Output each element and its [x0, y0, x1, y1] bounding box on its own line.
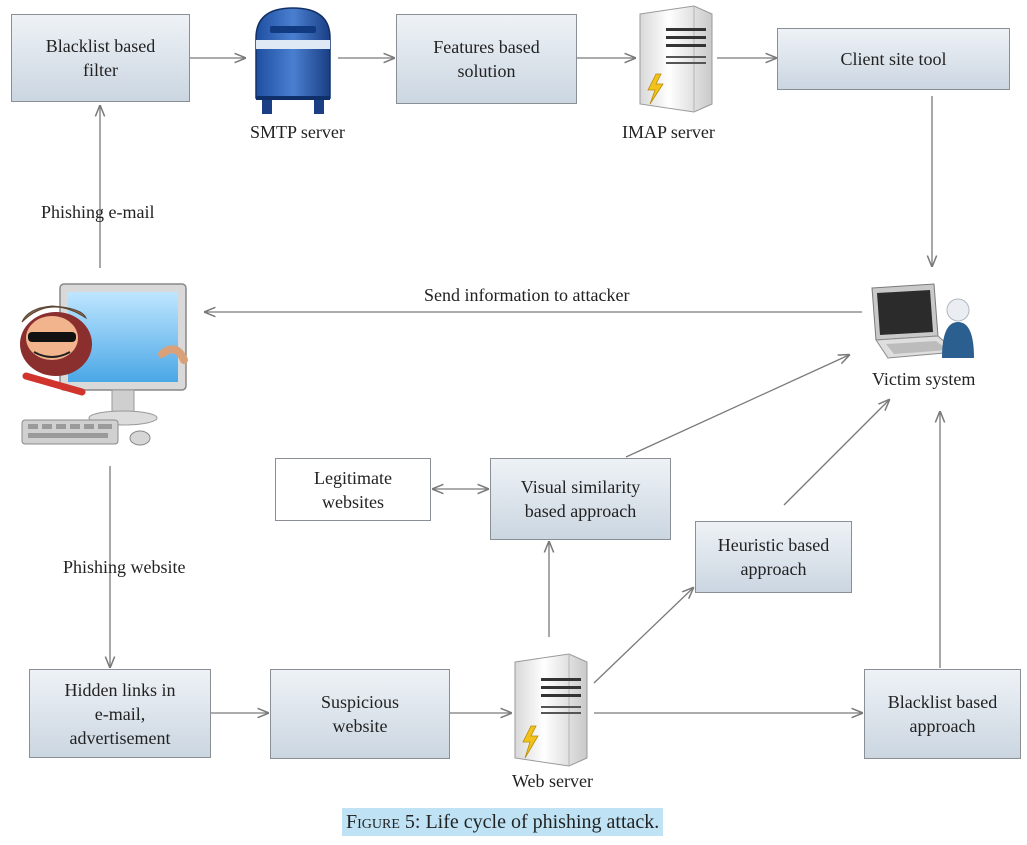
legitimate-websites-text: Legitimate websites: [314, 467, 392, 512]
figure-caption-prefix: Figure 5:: [346, 811, 421, 833]
features-solution-text: Features based solution: [433, 37, 540, 81]
mailbox-icon: [255, 7, 331, 114]
legitimate-websites-box: Legitimate websites: [275, 458, 431, 521]
blacklist-approach-text: Blacklist based approach: [887, 692, 998, 736]
web-server-label: Web server: [512, 771, 594, 791]
visual-similarity-text: Visual similarity based approach: [520, 477, 641, 521]
web-server-icon: [514, 653, 588, 767]
heuristic-text: Heuristic based approach: [717, 535, 830, 579]
arrow-visual-to-victim: [625, 355, 849, 458]
smtp-server-label: SMTP server: [250, 122, 345, 142]
client-site-tool-text: Client site tool: [840, 49, 947, 69]
figure-caption: Figure 5: Life cycle of phishing attack.: [342, 808, 664, 836]
victim-laptop-icon: [871, 283, 974, 359]
features-solution-box: Features based solution: [396, 14, 577, 104]
attacker-computer-icon: [20, 283, 188, 446]
hidden-links-text: Hidden links in e-mail, advertisement: [64, 679, 176, 748]
suspicious-website-text: Suspicious website: [320, 692, 399, 736]
imap-server-icon: [639, 5, 713, 113]
imap-server-label: IMAP server: [622, 122, 715, 142]
figure-caption-text: Life cycle of phishing attack.: [420, 811, 660, 833]
send-info-label: Send information to attacker: [424, 285, 630, 305]
phishing-website-label: Phishing website: [63, 557, 186, 577]
suspicious-website-box: Suspicious website: [270, 669, 450, 759]
heuristic-box: Heuristic based approach: [695, 521, 852, 593]
phishing-email-label: Phishing e-mail: [41, 202, 155, 222]
blacklist-filter-text: Blacklist based filter: [45, 36, 156, 80]
client-site-tool-box: Client site tool: [777, 28, 1010, 90]
arrow-heuristic-to-victim: [783, 400, 889, 506]
arrow-webserver-to-heuristic: [593, 588, 693, 684]
visual-similarity-box: Visual similarity based approach: [490, 458, 671, 540]
victim-system-label: Victim system: [872, 369, 976, 389]
blacklist-filter-box: Blacklist based filter: [11, 14, 190, 102]
blacklist-approach-box: Blacklist based approach: [864, 669, 1021, 759]
hidden-links-box: Hidden links in e-mail, advertisement: [29, 669, 211, 758]
